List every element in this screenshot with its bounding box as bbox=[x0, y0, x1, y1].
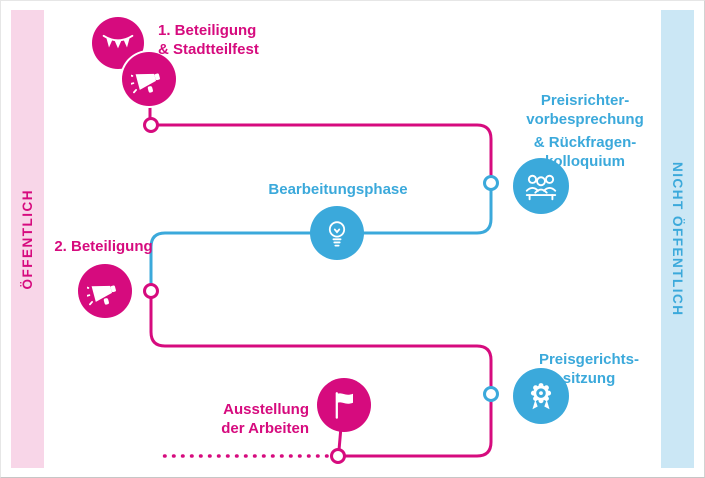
label-line: sitzung bbox=[562, 370, 616, 387]
connector-beteiligung2-to-preisgericht bbox=[149, 289, 493, 396]
label-line: der Arbeiten bbox=[221, 420, 309, 437]
lightbulb-icon bbox=[328, 221, 346, 247]
preisgericht-node bbox=[513, 368, 569, 424]
flag-icon bbox=[335, 392, 353, 419]
label-line: vorbesprechung bbox=[526, 111, 644, 128]
connector-dot-4 bbox=[483, 386, 499, 402]
label-line: Preisgerichts- bbox=[538, 351, 640, 368]
connector-beteiligung1-to-preisrichter bbox=[149, 123, 493, 185]
label-line: Bearbeitungsphase bbox=[268, 181, 408, 198]
connector-dot-1 bbox=[143, 117, 159, 133]
label-line: & Stadtteilfest bbox=[158, 41, 259, 58]
connector-preisgericht-to-ausstellung bbox=[336, 392, 493, 458]
award-icon bbox=[530, 383, 552, 410]
label-bearbeitungsphase: Bearbeitungsphase bbox=[248, 180, 428, 199]
label-preisrichter: Preisrichter- vorbesprechung & Rückfrage… bbox=[501, 91, 669, 171]
bunting-icon bbox=[102, 34, 134, 49]
label-beteiligung1: 1. Beteiligung & Stadtteilfest bbox=[158, 21, 293, 59]
megaphone-icon bbox=[87, 285, 116, 306]
non-public-band-label: NICHT ÖFFENTLICH bbox=[670, 161, 685, 317]
label-line: 2. Beteiligung bbox=[54, 238, 153, 255]
connector-dot-3 bbox=[143, 283, 159, 299]
connector-dot-5 bbox=[330, 448, 346, 464]
label-line: kolloquium bbox=[545, 153, 625, 170]
beteiligung1-megaphone-node bbox=[122, 52, 176, 106]
label-ausstellung: Ausstellung der Arbeiten bbox=[184, 400, 309, 438]
connector-dot-2 bbox=[483, 175, 499, 191]
megaphone-icon bbox=[131, 73, 160, 94]
label-beteiligung2: 2. Beteiligung bbox=[41, 237, 166, 256]
label-line: & Rückfragen- bbox=[533, 134, 637, 151]
preisrichter-node bbox=[513, 158, 569, 214]
non-public-band: NICHT ÖFFENTLICH bbox=[661, 10, 694, 468]
ausstellung-node bbox=[317, 378, 371, 432]
label-line: 1. Beteiligung bbox=[158, 22, 257, 39]
label-line: Ausstellung bbox=[223, 401, 309, 418]
public-band: ÖFFENTLICH bbox=[11, 10, 44, 468]
label-preisgericht: Preisgerichts- sitzung bbox=[519, 350, 659, 388]
label-line: Preisrichter- bbox=[540, 92, 630, 109]
jury-icon bbox=[525, 174, 557, 201]
bearbeitungsphase-node bbox=[310, 206, 364, 260]
beteiligung2-node bbox=[78, 264, 132, 318]
